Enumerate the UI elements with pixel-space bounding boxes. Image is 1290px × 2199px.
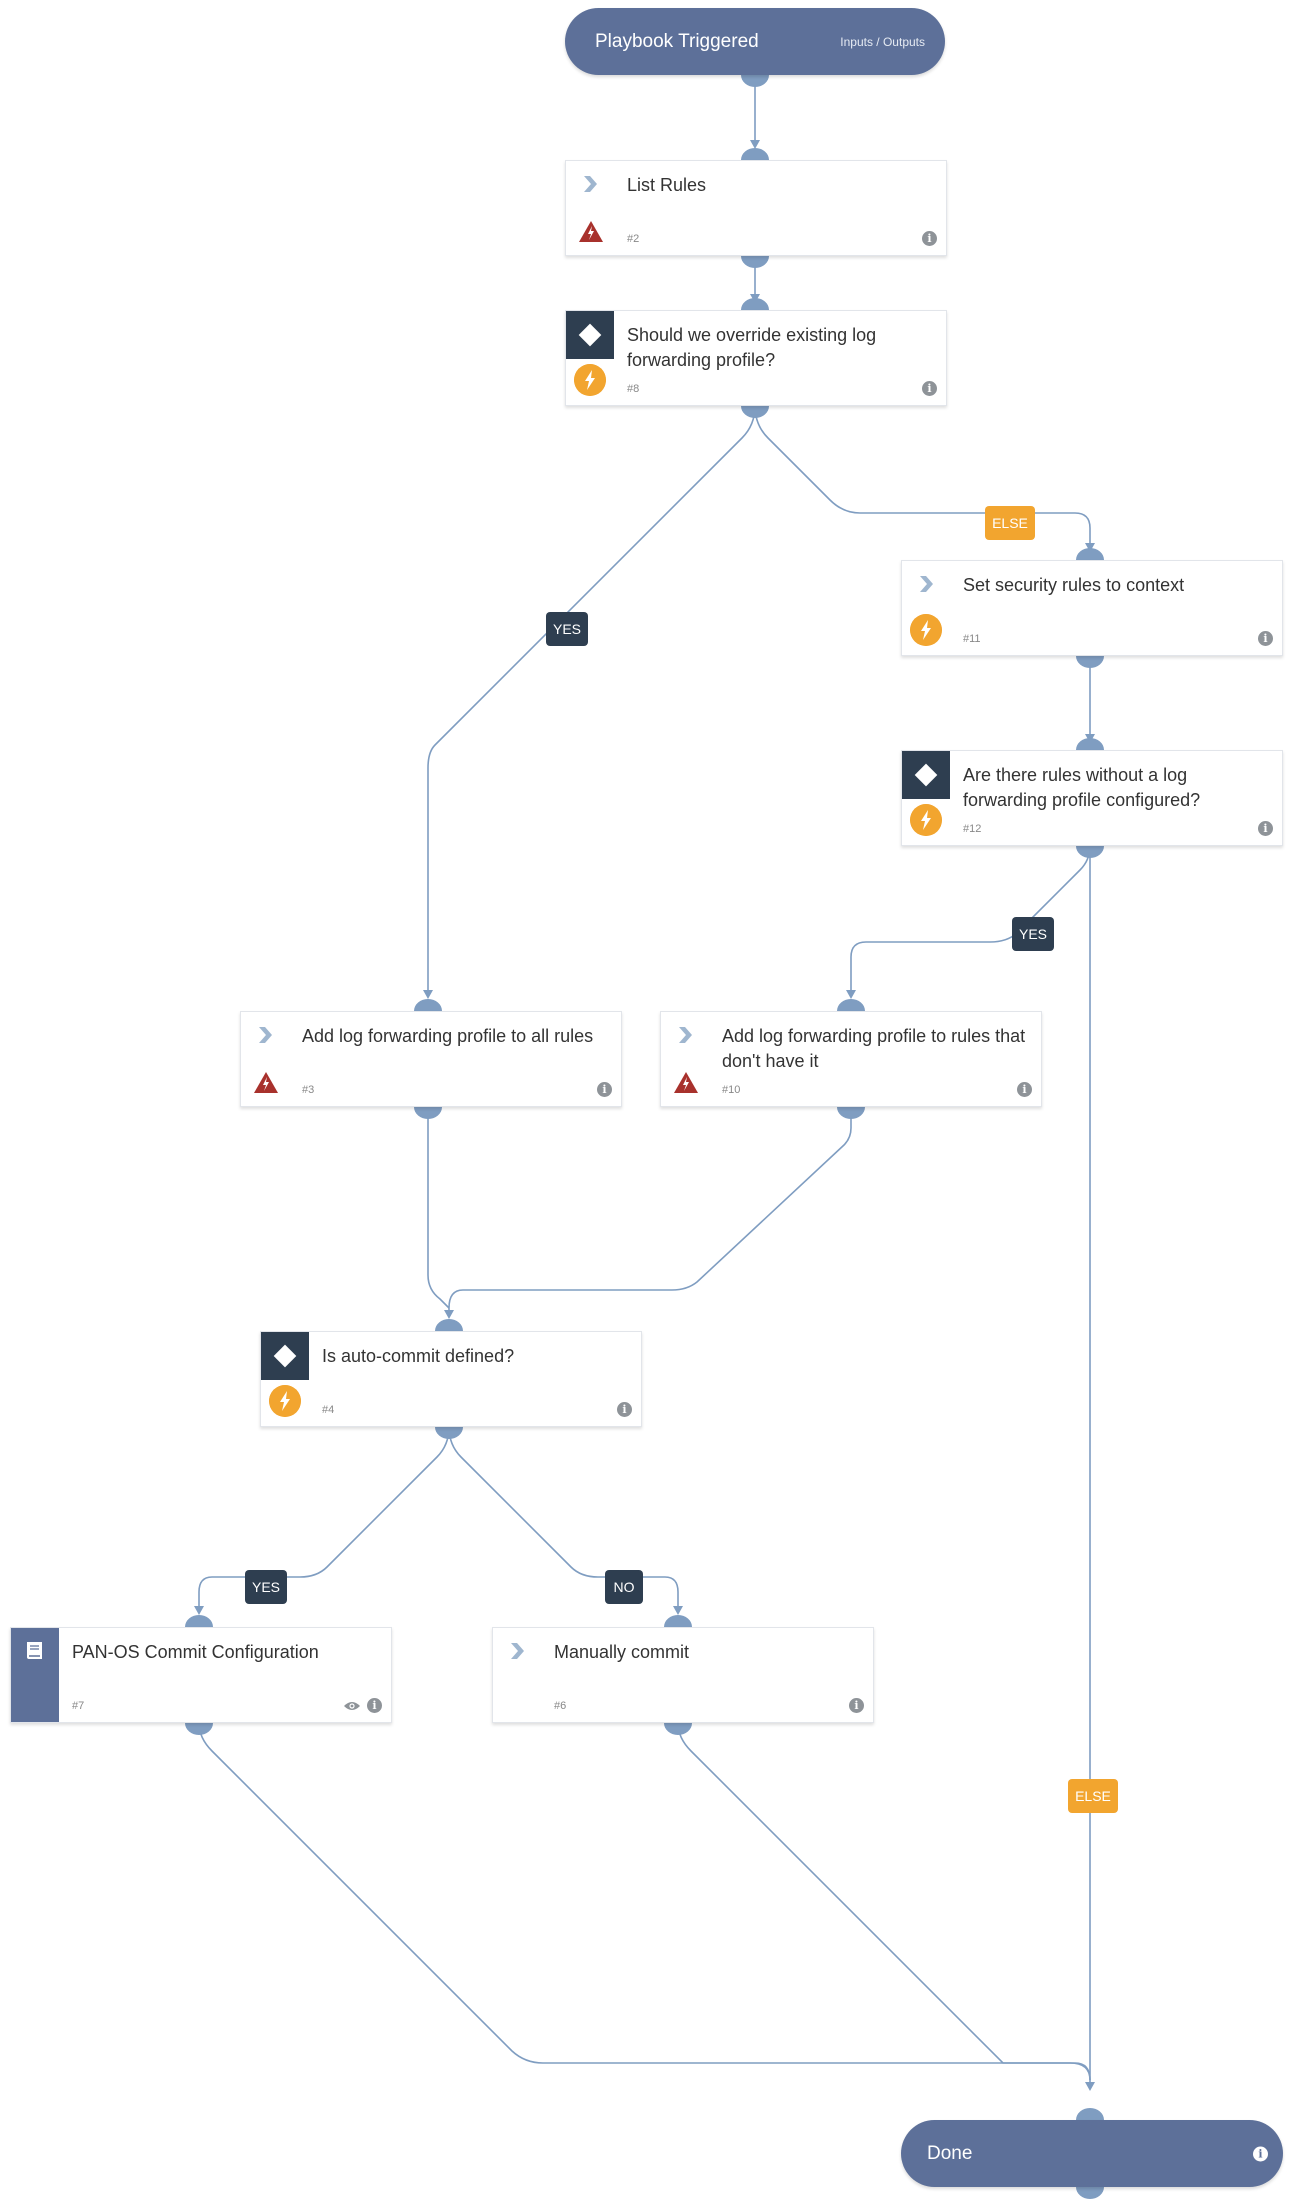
branch-label-else[interactable]: ELSE xyxy=(985,506,1035,540)
branch-label-yes[interactable]: YES xyxy=(245,1570,287,1604)
task-title: PAN-OS Commit Configuration xyxy=(72,1642,319,1662)
chevron-right-icon xyxy=(920,576,933,592)
task-title: Manually commit xyxy=(554,1642,690,1662)
task-set-rules-context[interactable]: Set security rules to context #11 i xyxy=(901,560,1283,656)
info-icon[interactable]: i xyxy=(922,381,937,396)
eye-icon[interactable] xyxy=(343,1700,361,1712)
task-title: Are there rules without a log forwarding… xyxy=(963,765,1201,810)
diamond-icon xyxy=(902,751,950,799)
lightning-bolt-icon xyxy=(910,614,942,646)
task-number: #7 xyxy=(72,1700,85,1712)
branch-label-else[interactable]: ELSE xyxy=(1068,1779,1118,1813)
info-icon[interactable]: i xyxy=(849,1698,864,1713)
task-title: Is auto-commit defined? xyxy=(322,1346,515,1366)
subplaybook-commit-configuration[interactable]: PAN-OS Commit Configuration #7 i xyxy=(10,1627,392,1723)
condition-rules-without-profile[interactable]: Are there rules without a log forwarding… xyxy=(901,750,1283,846)
info-icon[interactable]: i xyxy=(922,231,937,246)
info-icon[interactable]: i xyxy=(597,1082,612,1097)
task-number: #4 xyxy=(322,1404,335,1416)
task-add-profile-all-rules[interactable]: Add log forwarding profile to all rules … xyxy=(240,1011,622,1107)
connector-ports xyxy=(185,75,1104,2199)
edge-all-to-autocommit xyxy=(427,1107,450,1309)
task-list-rules[interactable]: List Rules #2 i xyxy=(565,160,947,256)
edge-manual-to-done xyxy=(677,1722,1091,2081)
arrow-head xyxy=(846,990,856,999)
book-icon xyxy=(11,1628,59,1722)
info-icon[interactable]: i xyxy=(1017,1082,1032,1097)
arrow-head xyxy=(750,140,760,149)
arrow-head xyxy=(423,990,433,999)
chevron-right-icon xyxy=(679,1027,692,1043)
edge-missing-to-autocommit xyxy=(448,1107,852,1316)
task-number: #11 xyxy=(963,633,981,645)
task-number: #3 xyxy=(302,1084,315,1096)
arrow-head xyxy=(1085,543,1095,552)
info-icon[interactable]: i xyxy=(1258,631,1273,646)
task-title: List Rules xyxy=(627,175,707,195)
task-number: #12 xyxy=(963,823,982,835)
lightning-bolt-icon xyxy=(574,364,606,396)
warning-triangle-icon xyxy=(579,221,603,242)
done-node[interactable]: Done i xyxy=(901,2120,1283,2187)
edge-autocommit-no xyxy=(448,1426,679,1612)
task-title: Add log forwarding profile to rules that… xyxy=(722,1026,1026,1071)
info-icon[interactable]: i xyxy=(367,1698,382,1713)
chevron-right-icon xyxy=(584,176,597,192)
task-number: #10 xyxy=(722,1084,741,1096)
inputs-outputs-link[interactable]: Inputs / Outputs xyxy=(840,34,925,49)
task-title: Add log forwarding profile to all rules xyxy=(302,1026,594,1046)
edge-commit-to-done xyxy=(198,1722,1091,2081)
arrow-head xyxy=(444,1310,454,1319)
info-icon[interactable]: i xyxy=(1253,2146,1268,2161)
lightning-bolt-icon xyxy=(910,804,942,836)
branch-label-yes[interactable]: YES xyxy=(1012,917,1054,951)
branch-label-yes[interactable]: YES xyxy=(546,612,588,646)
playbook-triggered-node[interactable]: Playbook Triggered Inputs / Outputs xyxy=(565,8,945,75)
info-icon[interactable]: i xyxy=(1258,821,1273,836)
task-number: #6 xyxy=(554,1700,567,1712)
edge-override-else xyxy=(754,405,1091,549)
chevron-right-icon xyxy=(259,1027,272,1043)
task-add-profile-missing-rules[interactable]: Add log forwarding profile to rules that… xyxy=(660,1011,1042,1107)
lightning-bolt-icon xyxy=(269,1385,301,1417)
condition-override-profile[interactable]: Should we override existing log forwardi… xyxy=(565,310,947,406)
task-title: Set security rules to context xyxy=(963,575,1185,595)
task-title: Should we override existing log forwardi… xyxy=(627,325,877,370)
node-title: Done xyxy=(927,2142,973,2164)
chevron-right-icon xyxy=(511,1643,524,1659)
diamond-icon xyxy=(566,311,614,359)
warning-triangle-icon xyxy=(254,1072,278,1093)
arrow-head xyxy=(673,1606,683,1615)
node-title: Playbook Triggered xyxy=(595,30,759,52)
edge-autocommit-yes xyxy=(198,1426,450,1612)
condition-auto-commit[interactable]: Is auto-commit defined? #4 i xyxy=(260,1331,642,1427)
arrow-head xyxy=(194,1606,204,1615)
task-number: #2 xyxy=(627,233,640,245)
edge-question-yes xyxy=(850,845,1091,996)
edge-override-yes xyxy=(427,405,756,996)
diamond-icon xyxy=(261,1332,309,1380)
task-manually-commit[interactable]: Manually commit #6 i xyxy=(492,1627,874,1723)
info-icon[interactable]: i xyxy=(617,1402,632,1417)
branch-label-no[interactable]: NO xyxy=(605,1570,643,1604)
arrow-head xyxy=(1085,2082,1095,2091)
warning-triangle-icon xyxy=(674,1072,698,1093)
task-number: #8 xyxy=(627,383,640,395)
